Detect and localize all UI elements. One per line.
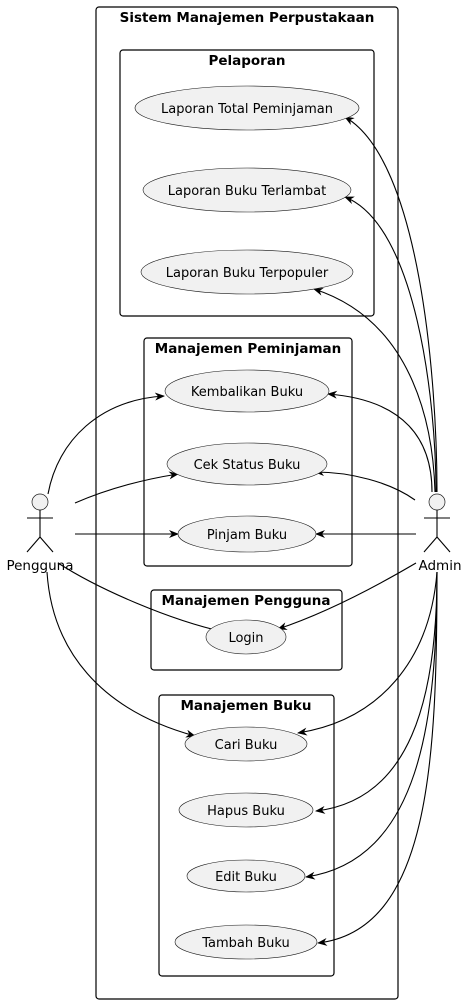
- use-case-laporan-total[interactable]: Laporan Total Peminjaman: [134, 85, 360, 131]
- package-pelaporan: Pelaporan: [119, 49, 375, 317]
- edge-admin-cari: [297, 571, 438, 736]
- use-case-edit-label: Edit Buku: [215, 870, 277, 885]
- use-case-cari[interactable]: Cari Buku: [184, 726, 308, 762]
- use-case-tambah[interactable]: Tambah Buku: [174, 924, 318, 960]
- use-case-laporan-terlambat[interactable]: Laporan Buku Terlambat: [142, 167, 352, 213]
- edge-pengguna-kembalikan: [47, 392, 165, 495]
- edge-admin-laporan-terlambat: [344, 196, 437, 493]
- use-case-cek-status-label: Cek Status Buku: [194, 458, 301, 473]
- edge-pengguna-cari: [46, 571, 196, 738]
- package-pengguna-title: Manajemen Pengguna: [162, 593, 331, 609]
- actor-pengguna-label: Pengguna: [6, 558, 73, 574]
- use-case-edit[interactable]: Edit Buku: [186, 859, 306, 893]
- use-case-kembalikan[interactable]: Kembalikan Buku: [164, 369, 330, 413]
- use-case-laporan-terlambat-label: Laporan Buku Terlambat: [168, 184, 326, 199]
- edge-admin-laporan-terpopuler: [313, 287, 436, 493]
- package-pengguna: Manajemen Pengguna: [150, 589, 343, 671]
- use-case-pinjam-label: Pinjam Buku: [207, 528, 287, 543]
- edge-pengguna-login: [57, 562, 225, 634]
- use-case-cek-status[interactable]: Cek Status Buku: [166, 442, 328, 486]
- use-case-hapus-label: Hapus Buku: [207, 804, 285, 819]
- edge-admin-cek-status: [314, 468, 416, 501]
- actor-admin[interactable]: Admin: [418, 493, 462, 574]
- edge-admin-edit: [305, 571, 438, 880]
- edge-pengguna-cek-status: [74, 471, 179, 504]
- actor-admin-label: Admin: [418, 558, 461, 574]
- edge-admin-kembalikan: [327, 390, 433, 493]
- use-case-pinjam[interactable]: Pinjam Buku: [177, 515, 317, 553]
- actor-admin-icon: [423, 493, 451, 553]
- edge-admin-tambah: [317, 571, 438, 946]
- edge-admin-login: [277, 562, 417, 630]
- package-peminjaman-title: Manajemen Peminjaman: [155, 341, 341, 357]
- edge-admin-hapus: [315, 571, 438, 814]
- use-case-login[interactable]: Login: [205, 619, 287, 655]
- use-case-laporan-terpopuler-label: Laporan Buku Terpopuler: [166, 266, 329, 281]
- use-case-login-label: Login: [228, 631, 263, 646]
- use-case-laporan-terpopuler[interactable]: Laporan Buku Terpopuler: [140, 249, 354, 295]
- package-buku-title: Manajemen Buku: [180, 698, 311, 714]
- package-buku: Manajemen Buku: [158, 694, 335, 977]
- use-case-laporan-total-label: Laporan Total Peminjaman: [161, 102, 333, 117]
- use-case-kembalikan-label: Kembalikan Buku: [191, 385, 303, 400]
- actor-pengguna[interactable]: Pengguna: [6, 493, 74, 574]
- use-case-hapus[interactable]: Hapus Buku: [178, 792, 314, 828]
- associations: [46, 116, 438, 946]
- package-pelaporan-title: Pelaporan: [208, 53, 285, 69]
- use-case-tambah-label: Tambah Buku: [201, 936, 290, 951]
- system-title: Sistem Manajemen Perpustakaan: [120, 10, 375, 26]
- edge-admin-laporan-total: [344, 116, 438, 493]
- use-case-cari-label: Cari Buku: [215, 738, 278, 753]
- package-peminjaman: Manajemen Peminjaman: [143, 337, 353, 567]
- system-boundary: Sistem Manajemen Perpustakaan: [95, 6, 399, 1000]
- actor-pengguna-icon: [26, 493, 54, 553]
